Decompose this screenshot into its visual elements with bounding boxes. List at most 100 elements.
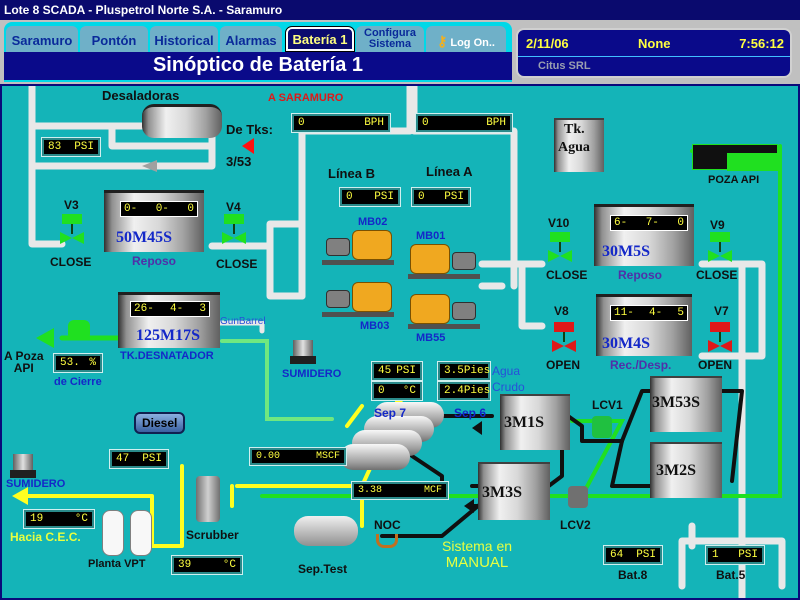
- de-tks-value[interactable]: 3/53: [226, 154, 252, 169]
- valve-v3-label: V3: [64, 198, 79, 212]
- vpt-vessel-1[interactable]: [102, 510, 124, 556]
- valve-v10-state: CLOSE: [546, 268, 588, 282]
- tank-3M3S[interactable]: 3M3S: [478, 462, 550, 520]
- tank-3M53S[interactable]: 3M53S: [650, 376, 722, 432]
- status-date: 2/11/06: [526, 36, 569, 51]
- tank-30M4S[interactable]: 11-4-5 30M4S: [596, 294, 692, 356]
- tab-saramuro[interactable]: Saramuro: [6, 26, 78, 54]
- sep-test-vessel[interactable]: [294, 516, 358, 546]
- water-line-desnatador: [220, 339, 334, 421]
- valve-v7-state: OPEN: [698, 358, 733, 372]
- desaladoras-pressure-unit: PSI: [74, 141, 94, 153]
- valve-body-icon: [222, 232, 246, 244]
- lcv1-valve[interactable]: [592, 416, 612, 438]
- keys-icon: ⚷: [437, 33, 448, 49]
- pump-mb01[interactable]: [408, 238, 480, 280]
- tank-3M2S[interactable]: 3M2S: [650, 442, 722, 498]
- valve-v4-state: CLOSE: [216, 257, 258, 271]
- tank-125M17S[interactable]: 26-4-3 125M17S: [118, 292, 220, 348]
- bat5-label: Bat.5: [716, 568, 746, 582]
- tank-3M1S-name: 3M1S: [504, 414, 544, 431]
- poza-api[interactable]: [692, 144, 779, 171]
- valve-v9[interactable]: [708, 232, 732, 262]
- noc-icon[interactable]: [376, 534, 398, 548]
- valve-v9-label: V9: [710, 218, 725, 232]
- tab-historical[interactable]: Historical: [150, 26, 218, 54]
- sep6-label: Sep 6: [454, 406, 487, 420]
- tank-3M2S-name: 3M2S: [656, 462, 696, 479]
- valve-body-icon: [708, 250, 732, 262]
- tab-bateria-1[interactable]: Batería 1: [285, 26, 355, 52]
- tank-3M1S[interactable]: 3M1S: [500, 394, 570, 450]
- valve-v7-label: V7: [714, 304, 729, 318]
- tank-125M17S-name: 125M17S: [136, 327, 200, 344]
- tank-agua[interactable]: Tk. Agua: [554, 118, 604, 172]
- pump-mb02[interactable]: [322, 224, 394, 266]
- sumidero-2-icon: [10, 450, 36, 480]
- sumidero-label: SUMIDERO: [282, 368, 342, 380]
- bat8-label: Bat.8: [618, 568, 648, 582]
- cec-temp-display: 19°C: [23, 509, 95, 529]
- check-valve-icon: [472, 421, 482, 435]
- check-valve-2-icon: [464, 499, 474, 513]
- tank-50M45S[interactable]: 0- 0- 0 50M45S: [104, 190, 204, 252]
- status-time: 7:56:12: [739, 36, 784, 51]
- noc-label: NOC: [374, 518, 401, 532]
- tab-log-on[interactable]: ⚷ Log On..: [426, 26, 506, 54]
- lcv1-label: LCV1: [592, 398, 623, 412]
- linea-b-label: Línea B: [328, 166, 375, 181]
- gun-barrel-label: GunBarrel: [220, 316, 266, 327]
- tab-configura-sistema[interactable]: Configura Sistema: [356, 26, 424, 54]
- vpt-vessel-2[interactable]: [130, 510, 152, 556]
- valve-v3-state: CLOSE: [50, 255, 92, 269]
- valve-v3[interactable]: [60, 214, 84, 244]
- tank-50M45S-status: Reposo: [132, 254, 177, 268]
- gas-line-vpt: [150, 464, 184, 548]
- pump-mb03[interactable]: [322, 276, 394, 318]
- arrow-a-poza-icon: [36, 328, 54, 348]
- system-mode-line1: Sistema en: [442, 538, 513, 554]
- pump-mb55-label: MB55: [416, 332, 446, 344]
- tank-50M45S-name: 50M45S: [116, 229, 172, 246]
- tab-alarmas[interactable]: Alarmas: [220, 26, 282, 54]
- hacia-cec-label: Hacia C.E.C.: [10, 530, 81, 544]
- tank-30M5S[interactable]: 6-7-0 30M5S: [594, 204, 694, 266]
- pipe-left-main: [28, 86, 66, 248]
- tank-125M17S-status: TK.DESNATADOR: [120, 350, 214, 362]
- valve-v4[interactable]: [222, 214, 246, 244]
- flow-arrow-left-icon: [142, 160, 157, 172]
- tab-configura-line1: Configura: [364, 27, 416, 39]
- oil-line-3m1s: [566, 414, 624, 443]
- status-user: None: [638, 36, 671, 51]
- pump-mb02-label: MB02: [358, 216, 388, 228]
- vpt-temp-display: 39°C: [171, 555, 243, 575]
- lcv2-valve[interactable]: [568, 486, 588, 508]
- pump-mb55[interactable]: [408, 288, 480, 330]
- sep-test-label: Sep.Test: [298, 562, 348, 576]
- separator-sep7[interactable]: [340, 444, 410, 470]
- control-valve-icon[interactable]: [68, 320, 90, 340]
- status-divider: [518, 56, 790, 57]
- scrubber-vessel[interactable]: [196, 476, 220, 522]
- log-on-label: Log On..: [450, 37, 495, 49]
- system-mode: Sistema en MANUAL: [442, 538, 512, 571]
- window-title: Lote 8 SCADA - Pluspetrol Norte S.A. - S…: [0, 0, 800, 20]
- tab-ponton[interactable]: Pontón: [80, 26, 148, 54]
- tank-30M4S-status: Rec./Desp.: [610, 358, 672, 372]
- tank-30M5S-name: 30M5S: [602, 243, 650, 260]
- sep7-label: Sep 7: [374, 406, 407, 420]
- diesel-button[interactable]: Diesel: [134, 412, 186, 434]
- valve-v7[interactable]: [708, 322, 732, 352]
- pipe-gunbarrel: [217, 320, 265, 334]
- pump-mb03-label: MB03: [360, 320, 390, 332]
- valve-v8[interactable]: [552, 322, 576, 352]
- scrubber-label: Scrubber: [186, 528, 239, 542]
- sep7-temp-display: 0°C: [371, 381, 423, 401]
- valve-v10[interactable]: [548, 232, 572, 262]
